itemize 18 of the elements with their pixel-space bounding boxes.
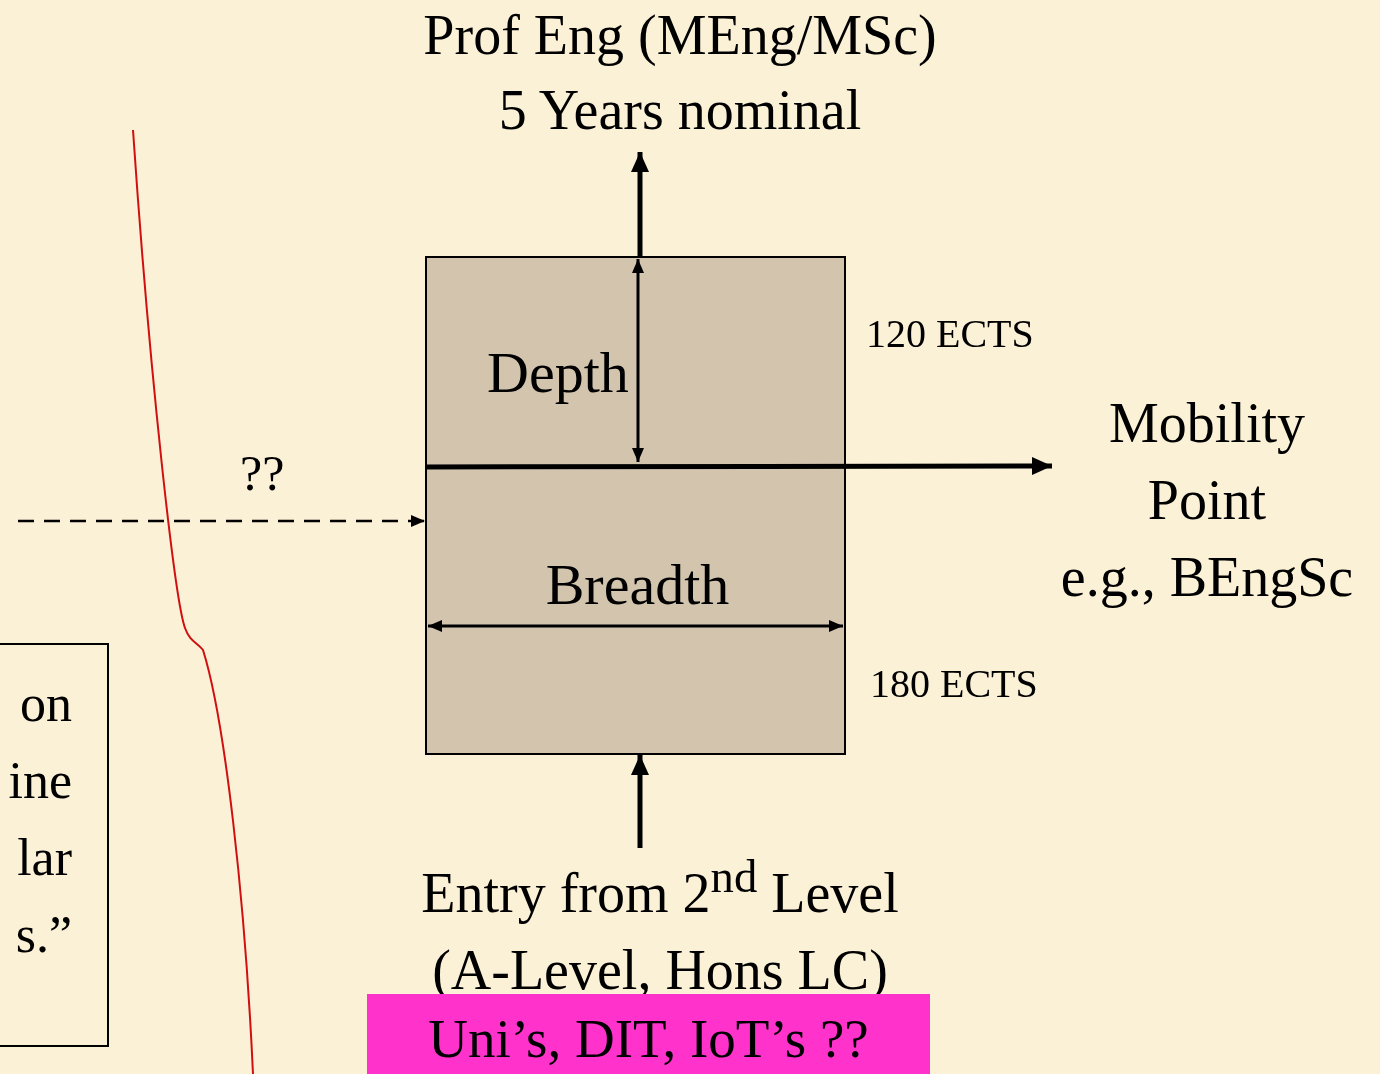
institution-label: Uni’s, DIT, IoT’s ?? bbox=[428, 1007, 869, 1071]
quote-box bbox=[0, 643, 109, 1047]
depth-box bbox=[425, 256, 846, 467]
credit-label: 120 ECTS bbox=[866, 310, 1034, 357]
example-text: e.g., BEngSc bbox=[1060, 545, 1354, 610]
highlight-box bbox=[367, 994, 930, 1074]
entry-text: Entry from 2$^{nd}$ Level (A-Level, Hons LC) bbox=[420, 849, 900, 1003]
arrow bbox=[631, 152, 649, 256]
subheading-text: 5 Years nominal bbox=[498, 78, 862, 143]
box-label: Depth bbox=[487, 339, 629, 407]
quote-text: on ine lar s.” bbox=[7, 674, 72, 965]
heading-text: Prof Eng (MEng/MSc) bbox=[423, 3, 937, 68]
arrow bbox=[425, 457, 1052, 476]
arrow bbox=[18, 515, 425, 527]
arrow bbox=[631, 755, 649, 848]
box-label: Breadth bbox=[545, 551, 730, 619]
credit-label: 180 ECTS bbox=[870, 660, 1038, 707]
breadth-box bbox=[425, 466, 846, 755]
